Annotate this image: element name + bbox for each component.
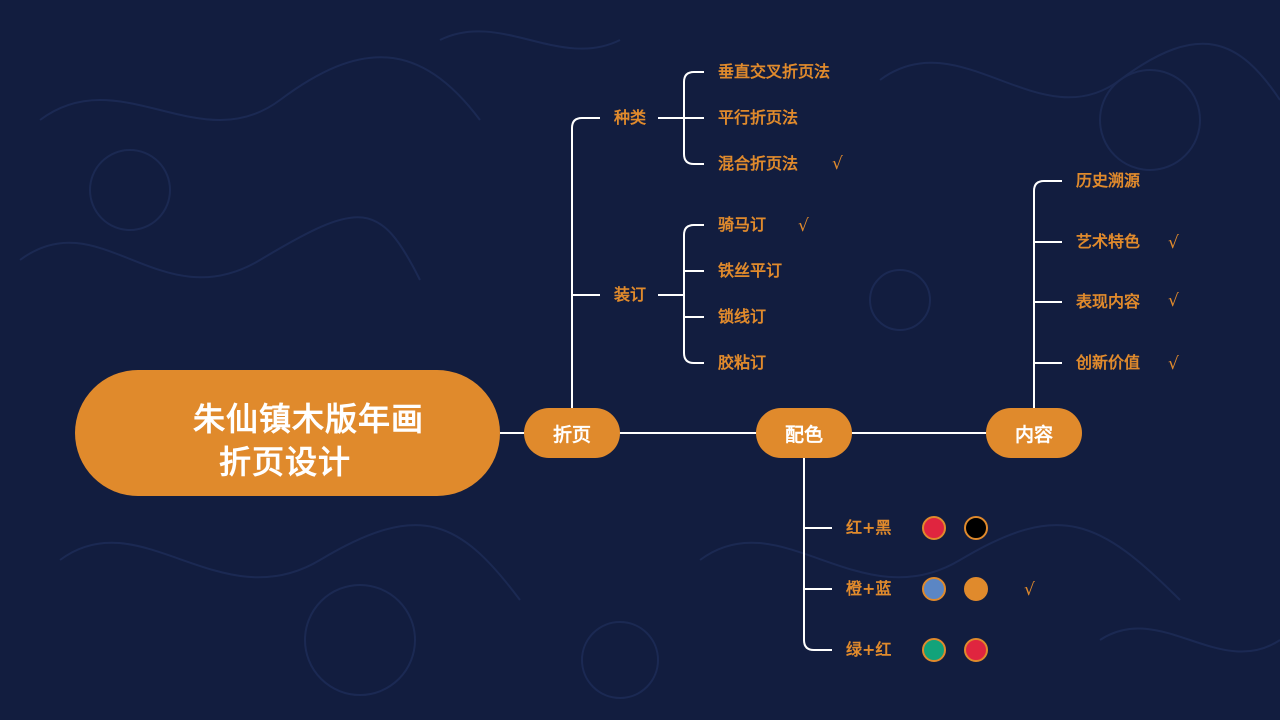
color-swatch xyxy=(964,577,988,601)
fold-type-item: 混合折页法 xyxy=(718,154,799,173)
fold-types-label: 种类 xyxy=(614,108,647,127)
content-item: 艺术特色 xyxy=(1076,232,1141,251)
root-node[interactable]: 朱仙镇木版年画 折页设计 xyxy=(75,370,500,496)
node-color[interactable]: 配色 xyxy=(756,408,852,458)
color-swatch xyxy=(922,577,946,601)
content-item: 历史溯源 xyxy=(1076,171,1141,190)
fold-type-item: 平行折页法 xyxy=(718,108,799,127)
binding-item: 胶粘订 xyxy=(718,353,767,372)
binding-item: 铁丝平订 xyxy=(718,261,783,280)
color-swatch xyxy=(922,638,946,662)
fold-binding-label: 装订 xyxy=(614,285,647,304)
check-mark-icon: √ xyxy=(1168,291,1179,311)
content-item: 创新价值 xyxy=(1076,353,1141,372)
binding-item: 骑马订 xyxy=(718,215,767,234)
node-content[interactable]: 内容 xyxy=(986,408,1082,458)
root-title-line1: 朱仙镇木版年画 xyxy=(193,400,425,438)
root-title-line2: 折页设计 xyxy=(219,443,352,481)
content-item: 表现内容 xyxy=(1076,292,1141,311)
color-swatch xyxy=(964,638,988,662)
color-swatch xyxy=(922,516,946,540)
check-mark-icon: √ xyxy=(832,154,843,174)
check-mark-icon: √ xyxy=(1168,354,1179,374)
binding-item: 锁线订 xyxy=(718,307,767,326)
check-mark-icon: √ xyxy=(798,216,809,236)
color-swatch xyxy=(964,516,988,540)
color-scheme-label: 红+黑 xyxy=(846,518,892,537)
color-scheme-label: 绿+红 xyxy=(846,640,892,659)
check-mark-icon: √ xyxy=(1024,580,1035,600)
check-mark-icon: √ xyxy=(1168,233,1179,253)
color-scheme-label: 橙+蓝 xyxy=(846,579,892,598)
node-fold[interactable]: 折页 xyxy=(524,408,620,458)
fold-type-item: 垂直交叉折页法 xyxy=(718,62,831,81)
